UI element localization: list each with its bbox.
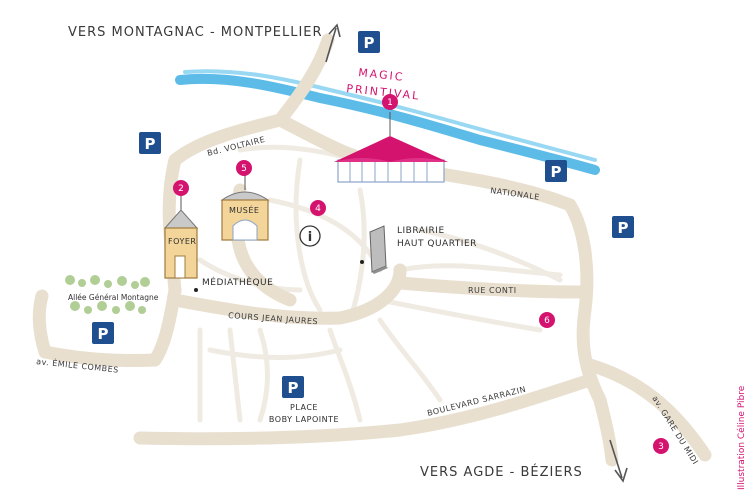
place-label-line2: BOBY LAPOINTE [269, 415, 339, 424]
marker-5-number: 5 [241, 164, 247, 174]
parking-sign-place[interactable]: P [282, 376, 304, 398]
park-allee: Allée Général Montagne [65, 275, 159, 314]
parking-icon: P [288, 379, 299, 397]
mediatheque-dot [194, 288, 198, 292]
parking-sign-east[interactable]: P [545, 160, 567, 182]
magic-printival-tent[interactable] [334, 112, 448, 183]
street-rue-conti: RUE CONTI [468, 286, 517, 295]
librairie-label-line1: LIBRAIRIE [397, 226, 445, 236]
south-direction-label: VERS AGDE - BÉZIERS [420, 464, 583, 480]
musee-building[interactable]: MUSÉE [220, 175, 270, 241]
marker-6-number: 6 [544, 316, 550, 326]
river [175, 69, 600, 175]
parking-sign-allee[interactable]: P [92, 322, 114, 344]
allee-label: Allée Général Montagne [68, 293, 159, 302]
marker-1[interactable]: 1 [382, 94, 398, 110]
marker-3-number: 3 [658, 442, 664, 452]
librairie-label-line2: HAUT QUARTIER [397, 239, 477, 249]
marker-5[interactable]: 5 [236, 160, 252, 176]
marker-4-number: 4 [315, 204, 321, 214]
foyer-label: FOYER [168, 237, 196, 246]
marker-3[interactable]: 3 [653, 438, 669, 454]
illustration-credit: Illustration Céline Pibre [736, 385, 747, 490]
parking-icon: P [551, 163, 562, 181]
info-point[interactable]: i [299, 225, 321, 247]
librairie-book[interactable] [360, 225, 388, 274]
marker-4[interactable]: 4 [310, 200, 326, 216]
mediatheque-label: MÉDIATHÈQUE [202, 276, 273, 288]
parking-icon: P [364, 34, 375, 52]
marker-1-number: 1 [387, 98, 393, 108]
parking-sign-north[interactable]: P [358, 31, 380, 53]
foyer-building[interactable]: FOYER [163, 196, 199, 279]
north-arrow [325, 23, 341, 63]
marker-6[interactable]: 6 [539, 312, 555, 328]
main-roads [32, 33, 712, 467]
parking-icon: P [618, 219, 629, 237]
marker-2-number: 2 [178, 184, 184, 194]
marker-2[interactable]: 2 [173, 180, 189, 196]
parking-sign-west[interactable]: P [139, 132, 161, 154]
info-icon: i [308, 230, 312, 245]
place-label-line1: PLACE [290, 403, 318, 412]
north-direction-label: VERS MONTAGNAC - MONTPELLIER [68, 25, 323, 40]
parking-icon: P [145, 135, 156, 153]
musee-label: MUSÉE [229, 204, 259, 215]
event-title-line1: MAGIC [358, 66, 405, 84]
south-arrow [609, 439, 628, 483]
parking-sign-far-east[interactable]: P [612, 216, 634, 238]
parking-icon: P [98, 325, 109, 343]
